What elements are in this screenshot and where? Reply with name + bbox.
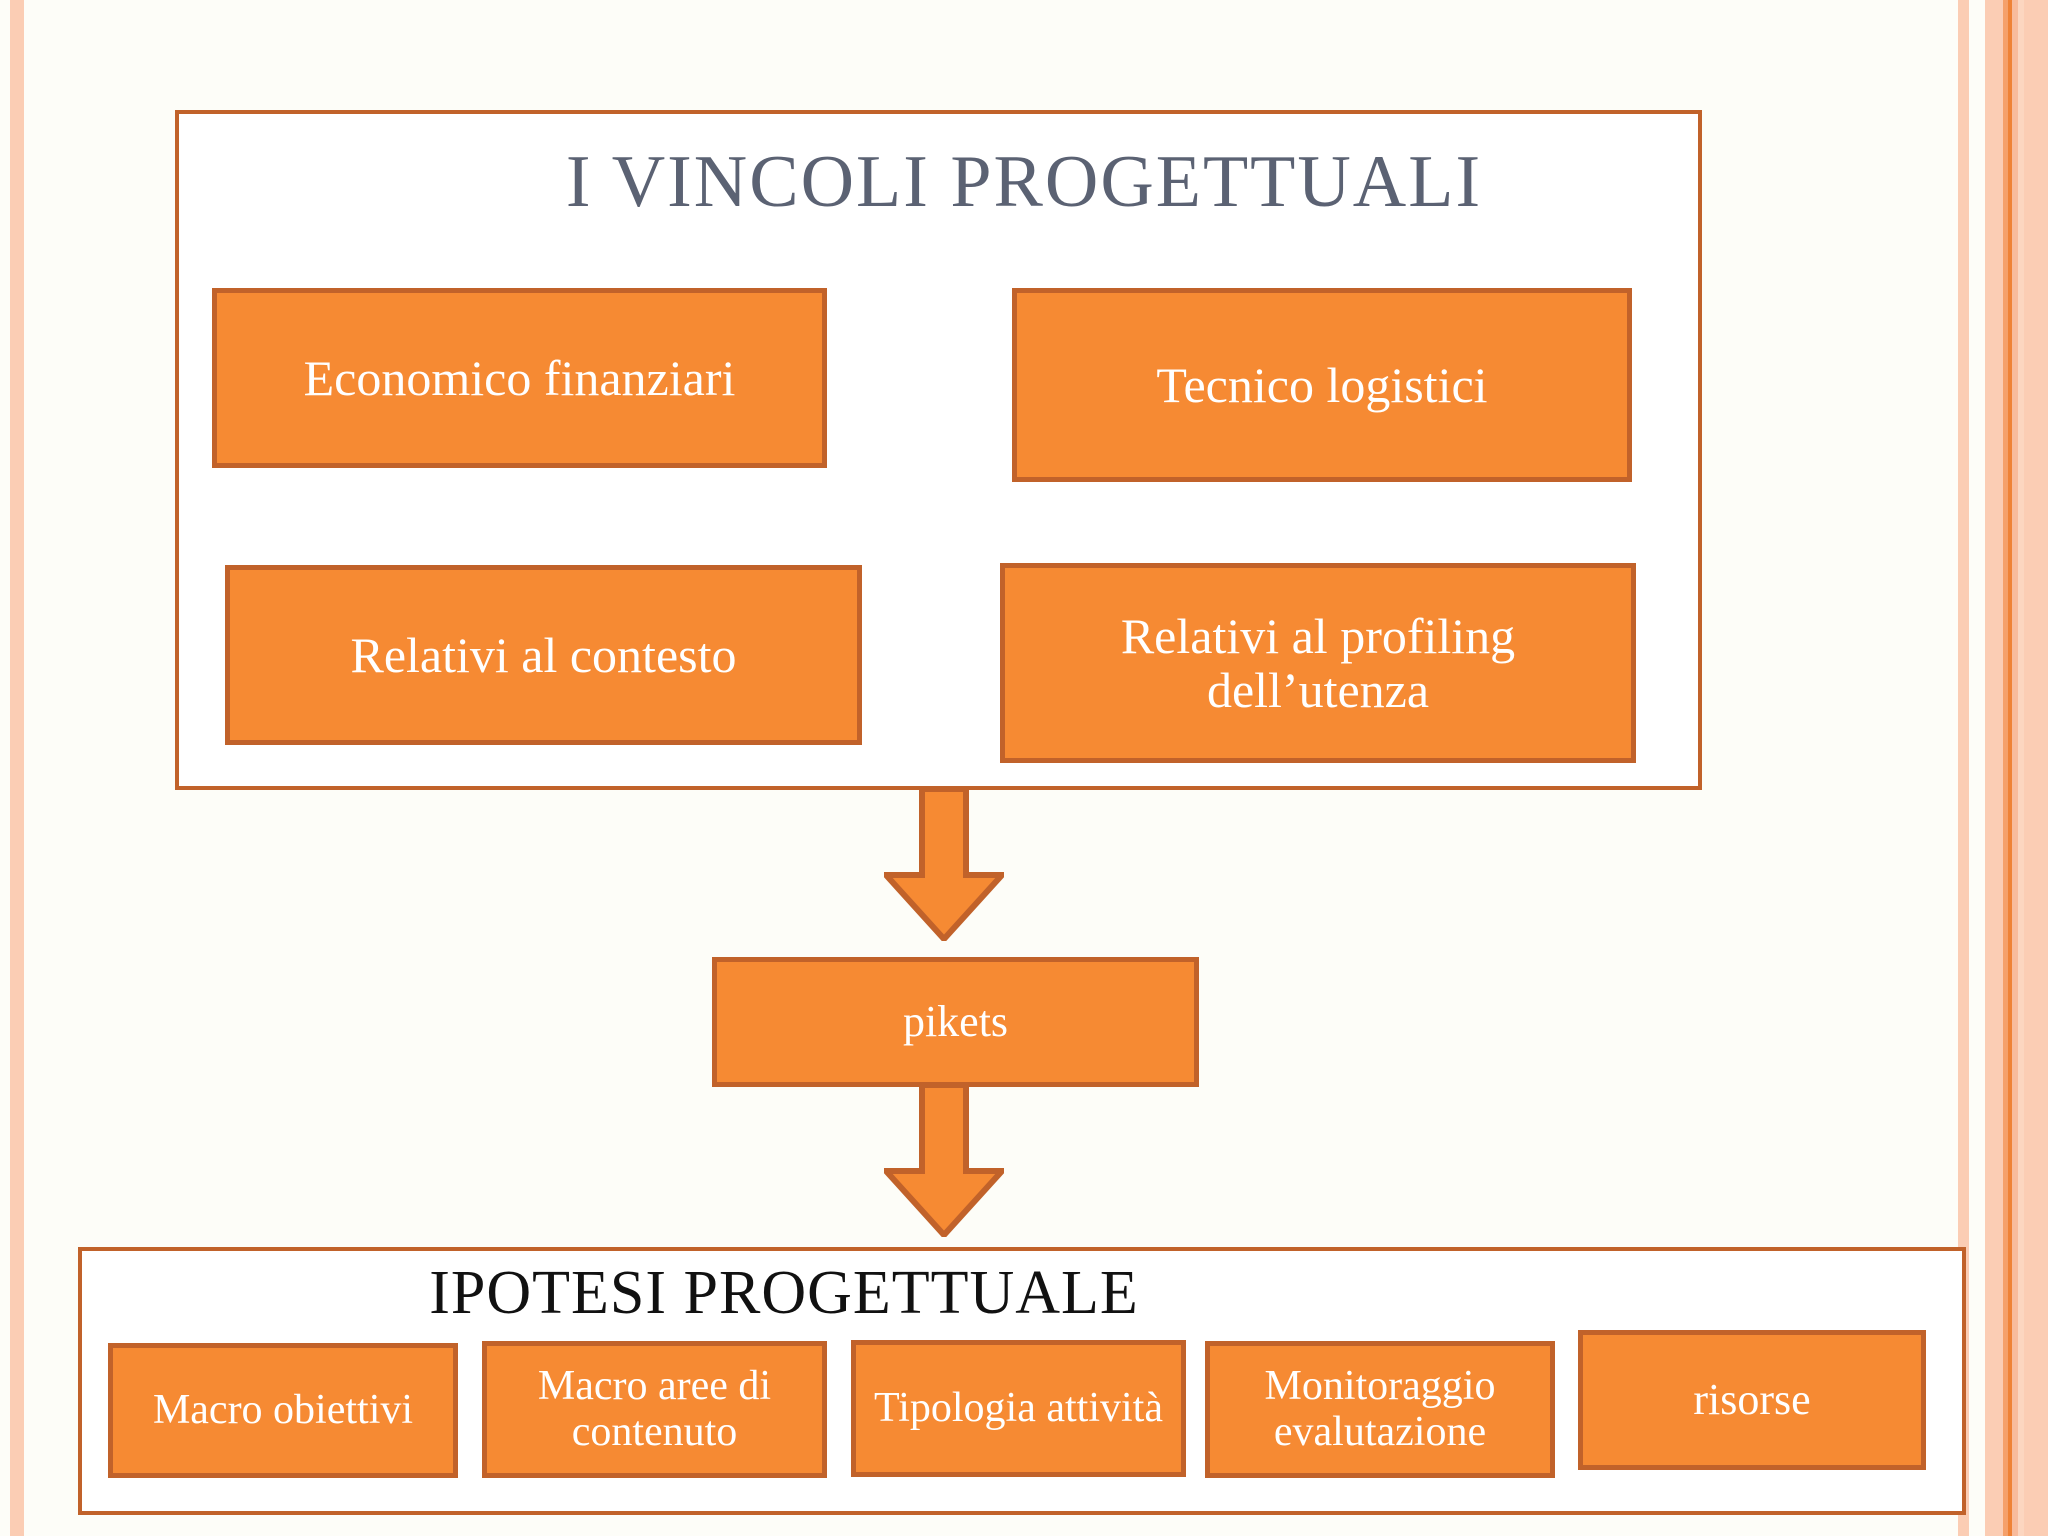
down-arrow-icon-bottom xyxy=(884,1085,1004,1237)
box-pikets[interactable]: pikets xyxy=(712,957,1199,1087)
down-arrow-icon-top xyxy=(884,789,1004,941)
box-tecnico-logistici[interactable]: Tecnico logistici xyxy=(1012,288,1632,482)
box-monitoraggio-evalutazione[interactable]: Monitoraggio evalutazione xyxy=(1205,1341,1555,1478)
box-economico-finanziari[interactable]: Economico finanziari xyxy=(212,288,827,468)
top-section-title: I VINCOLI PROGETTUALI xyxy=(565,141,1483,223)
bottom-section-title: IPOTESI PROGETTUALE xyxy=(429,1259,1139,1327)
box-risorse[interactable]: risorse xyxy=(1578,1330,1926,1470)
decorative-stripe-right-4 xyxy=(2008,0,2012,1536)
decorative-stripe-right-6 xyxy=(2018,0,2024,1536)
box-relativi-al-contesto[interactable]: Relativi al contesto xyxy=(225,565,862,745)
box-macro-aree-di-contenuto[interactable]: Macro aree di contenuto xyxy=(482,1341,827,1478)
decorative-stripe-right-5 xyxy=(2012,0,2018,1536)
box-relativi-al-profiling-dellutenza[interactable]: Relativi al profiling dell’utenza xyxy=(1000,563,1636,763)
decorative-stripe-right-1 xyxy=(1958,0,1969,1536)
box-macro-obiettivi[interactable]: Macro obiettivi xyxy=(108,1343,458,1478)
decorative-stripe-right-3 xyxy=(2003,0,2008,1536)
decorative-stripe-right-2 xyxy=(1985,0,2003,1536)
decorative-stripe-left xyxy=(10,0,24,1536)
box-tipologia-attivita[interactable]: Tipologia attività xyxy=(851,1340,1186,1477)
decorative-stripe-right-7 xyxy=(2024,0,2048,1536)
